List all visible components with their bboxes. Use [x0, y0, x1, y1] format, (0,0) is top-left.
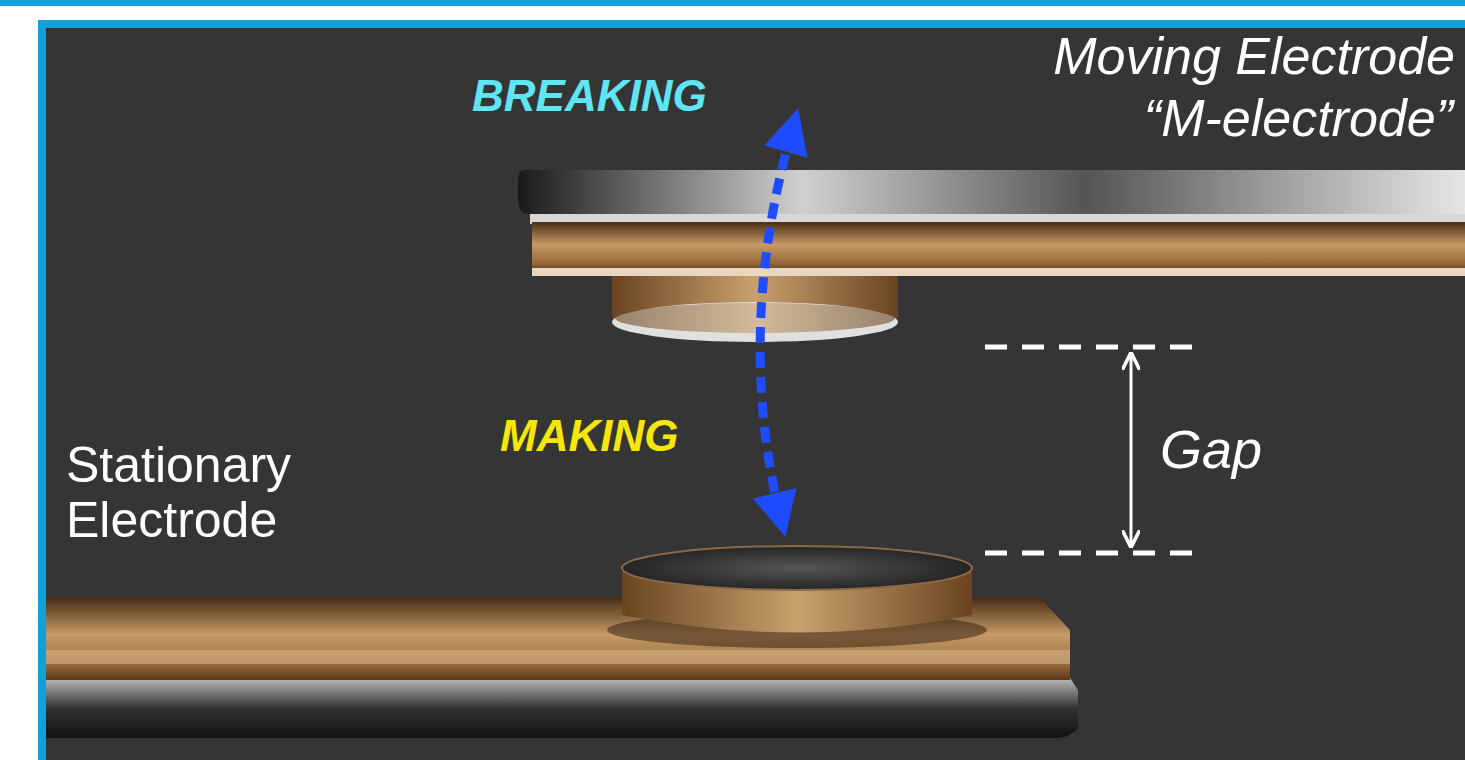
dimension-label: Gap — [1160, 420, 1262, 479]
moving-electrode — [518, 170, 1465, 342]
part-name: “M-electrode” — [1144, 90, 1453, 147]
stationary-electrode — [46, 546, 1078, 738]
part-name: Moving Electrode — [1053, 28, 1455, 85]
motion-label: BREAKING — [472, 72, 707, 120]
part-name: Stationary Electrode — [66, 438, 396, 548]
motion-label: MAKING — [500, 412, 678, 460]
motion-arrow — [760, 130, 792, 515]
